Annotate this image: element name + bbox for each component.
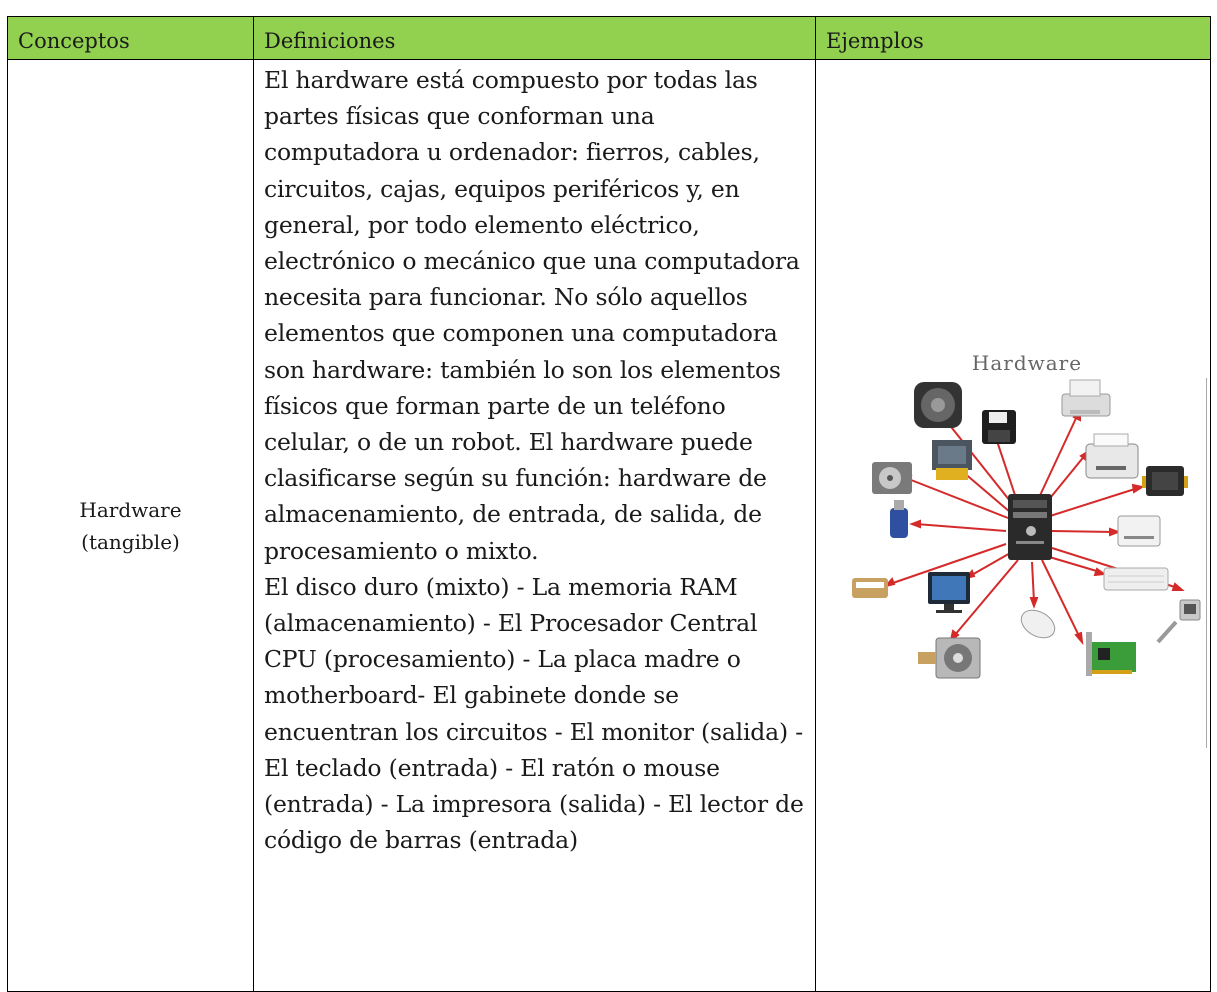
keyboard-icon (1103, 567, 1169, 591)
definition-cell: El hardware está compuesto por todas las… (253, 59, 816, 992)
header-row: Conceptos Definiciones Ejemplos (7, 16, 1211, 60)
table-row: Hardware (tangible) El hardware está com… (7, 59, 1211, 992)
example-cell: Hardware (815, 59, 1211, 992)
header-concepts: Conceptos (7, 16, 254, 60)
header-definitions: Definiciones (253, 16, 816, 60)
concept-cell: Hardware (tangible) (7, 59, 254, 992)
expansion-card-icon (1086, 632, 1136, 676)
concept-name: Hardware (79, 497, 182, 522)
printer-icon (1061, 379, 1111, 417)
laser-printer-icon (1085, 433, 1139, 479)
chip-icon (1142, 466, 1188, 496)
image-border (1206, 378, 1207, 748)
computer-tower-icon (1008, 494, 1052, 560)
examples-list-paragraph: El disco duro (mixto) - La memoria RAM (… (264, 572, 804, 855)
graphics-card-icon (932, 440, 972, 480)
definition-paragraph: El hardware está compuesto por todas las… (264, 66, 800, 565)
cooling-fan-icon (914, 382, 962, 428)
dvd-drive-icon (1117, 515, 1161, 547)
floppy-disk-icon (982, 410, 1016, 444)
diagram-title: Hardware (972, 351, 1082, 375)
monitor-icon (928, 572, 970, 613)
hard-disk-icon (872, 462, 912, 494)
mouse-icon (1020, 609, 1056, 639)
cable-connector-icon (852, 578, 888, 598)
concept-qualifier: (tangible) (81, 529, 180, 554)
usb-drive-icon (890, 500, 908, 538)
header-examples: Ejemplos (815, 16, 1211, 60)
concepts-table: Conceptos Definiciones Ejemplos Hardware… (7, 16, 1211, 992)
hardware-diagram: Hardware (852, 351, 1201, 679)
network-plug-icon (1156, 599, 1201, 644)
power-supply-icon (918, 637, 981, 679)
